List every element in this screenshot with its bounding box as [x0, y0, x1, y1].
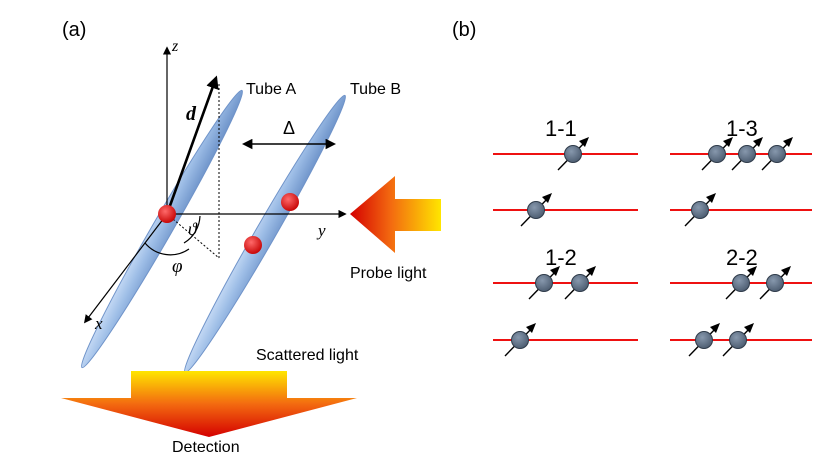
theta-label: ϑ — [188, 219, 198, 239]
dipole-vector — [165, 75, 219, 215]
detection-label: Detection — [172, 439, 240, 456]
scattered-light-label: Scattered light — [256, 347, 359, 364]
tube-a — [81, 89, 243, 369]
spin-bottom — [520, 193, 552, 227]
spin-top — [528, 266, 560, 300]
probe-light-label: Probe light — [350, 265, 427, 282]
spin-top — [761, 137, 793, 171]
configuration-1-3: 1-3 — [670, 116, 812, 227]
spin-top — [759, 266, 791, 300]
projection-diagonal — [166, 213, 220, 259]
spin-top — [725, 266, 757, 300]
atom-tube-a — [158, 205, 176, 223]
configuration-label: 1-2 — [545, 245, 577, 270]
z-axis-label: z — [171, 38, 179, 55]
configurations-group: 1-1 1-3 1-2 2-2 — [493, 116, 812, 357]
spin-bottom — [504, 323, 536, 357]
phi-label: φ — [172, 256, 183, 277]
spin-top — [564, 266, 596, 300]
spin-bottom — [688, 323, 720, 357]
tube-a-label: Tube A — [246, 81, 296, 98]
spin-top — [731, 137, 763, 171]
panel-a-label: (a) — [62, 19, 86, 41]
configuration-1-2: 1-2 — [493, 245, 638, 357]
theta-arc — [183, 215, 201, 244]
x-axis — [83, 213, 168, 324]
spacing-label: Δ — [283, 118, 295, 138]
detection-arrow — [61, 371, 357, 437]
spin-bottom — [684, 193, 716, 227]
phi-arc — [144, 242, 190, 256]
tube-b — [184, 94, 346, 374]
probe-light-arrow — [350, 176, 441, 253]
spin-top — [557, 137, 589, 171]
panel-b-label: (b) — [452, 19, 476, 41]
configuration-label: 2-2 — [726, 245, 758, 270]
y-axis-label: y — [316, 221, 326, 240]
x-axis-label: x — [94, 314, 103, 333]
configuration-label: 1-3 — [726, 116, 758, 141]
spin-top — [701, 137, 733, 171]
atom-tube-b-lower — [244, 236, 262, 254]
configuration-1-1: 1-1 — [493, 116, 638, 227]
configuration-label: 1-1 — [545, 116, 577, 141]
atom-tube-b-upper — [281, 193, 299, 211]
dipole-label: d — [186, 103, 197, 125]
tube-b-label: Tube B — [350, 81, 401, 98]
configuration-2-2: 2-2 — [670, 245, 812, 357]
spin-bottom — [722, 323, 754, 357]
